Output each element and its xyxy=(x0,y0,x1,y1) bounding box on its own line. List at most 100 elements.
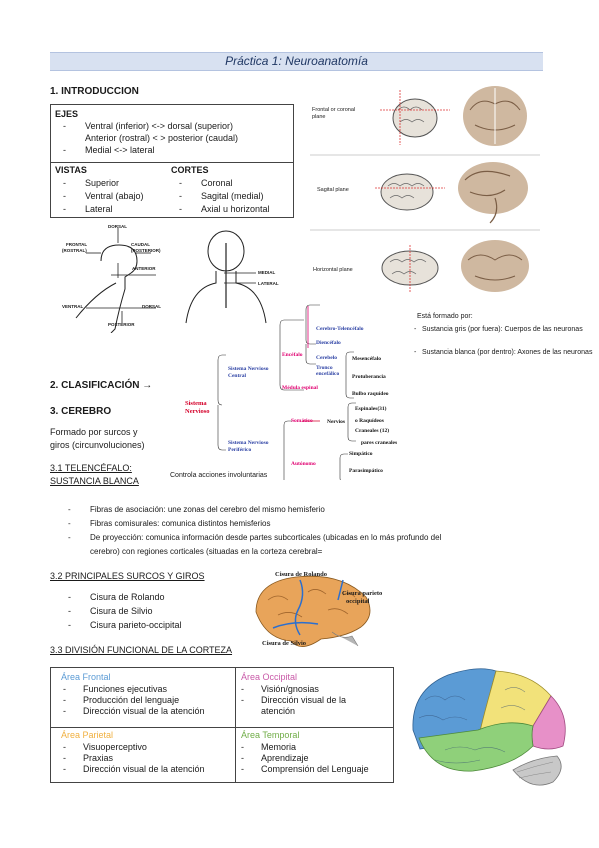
tree-bulbo: Bulbo raquídeo xyxy=(352,391,389,397)
area-temporal-heading: Área Temporal xyxy=(241,730,300,740)
cortex-areas-table: Área Frontal Funciones ejecutivas Produc… xyxy=(50,667,394,783)
table-vline xyxy=(235,668,236,782)
tree-tronco-2: encefálico xyxy=(316,371,340,377)
formado-item-gris-text: Sustancia gris (por fuera): Cuerpos de l… xyxy=(422,326,583,333)
cortes-item: Sagital (medial) xyxy=(167,190,264,202)
cisura-label-silvio: Cisura de Silvio xyxy=(262,640,307,647)
ejes-divider xyxy=(51,162,293,163)
area-occipital-item-cont: atención xyxy=(261,706,296,716)
vistas-heading: VISTAS xyxy=(55,165,87,175)
axis-label-anterior: ANTERIOR xyxy=(132,266,156,271)
cortes-heading: CORTES xyxy=(171,165,209,175)
tree-sistema: Sistema xyxy=(185,400,207,407)
tree-encefalo: Encéfalo xyxy=(282,352,303,358)
tree-diencefalo: Diencéfalo xyxy=(316,340,341,346)
cisura-item: Cisura parieto-occipital xyxy=(56,619,182,631)
section-cerebro-heading: 3. CEREBRO xyxy=(50,406,112,417)
vistas-item: Superior xyxy=(51,177,119,189)
coronal-plane-label: Frontal or coronal plane xyxy=(312,107,356,120)
area-occipital-heading: Área Occipital xyxy=(241,672,298,682)
axis-label-ventral: VENTRAL xyxy=(62,304,84,309)
tree-craneales: Craneales (12) xyxy=(355,428,390,434)
tree-snp-2: Periférico xyxy=(228,447,252,453)
vistas-item: Lateral xyxy=(51,203,113,215)
formado-item-blanca: -Sustancia blanca (por dentro): Axones d… xyxy=(414,349,593,356)
ejes-item: Ventral (inferior) <-> dorsal (superior) xyxy=(51,120,233,132)
formado-item-gris: -Sustancia gris (por fuera): Cuerpos de … xyxy=(414,326,583,333)
cerebro-text-line2: giros (circunvoluciones) xyxy=(50,440,145,450)
cortes-item: Axial u horizontal xyxy=(167,203,270,215)
tree-raquideos: o Raquídeos xyxy=(355,418,384,424)
cisura-label-rolando: Cisura de Rolando xyxy=(275,571,328,578)
tree-espinales: Espinales(31) xyxy=(355,406,387,412)
area-temporal-item: Aprendizaje xyxy=(229,753,369,764)
area-temporal-item: Memoria xyxy=(229,742,369,753)
tree-nervioso: Nervioso xyxy=(185,408,210,415)
tree-cerebelo: Cerebelo xyxy=(316,355,337,361)
brain-planes-figure xyxy=(310,86,540,292)
horizontal-plane-label: Horizontal plane xyxy=(313,267,353,273)
axis-label-lateral: LATERAL xyxy=(258,281,279,286)
axis-label-posterior-top: (POSTERIOR) xyxy=(131,248,161,253)
formado-heading: Está formado por: xyxy=(417,313,473,320)
area-frontal-item: Dirección visual de la atención xyxy=(51,706,205,717)
tree-medula: Médula espinal xyxy=(282,385,318,391)
ejes-heading: EJES xyxy=(55,109,79,119)
tree-mesencefalo: Mesencéfalo xyxy=(352,356,382,362)
cortes-item: Coronal xyxy=(167,177,233,189)
area-parietal-item: Dirección visual de la atención xyxy=(51,764,205,775)
section-clasificacion-heading: 2. CLASIFICACIÓN → xyxy=(50,380,153,391)
area-parietal-heading: Área Parietal xyxy=(61,730,114,740)
area-temporal-item: Comprensión del Lenguaje xyxy=(229,764,369,775)
tree-pares: pares craneales xyxy=(361,440,398,446)
body-axes-figure xyxy=(75,228,267,333)
axis-label-caudal: CAUDAL xyxy=(131,242,150,247)
cortex-lobes-figure xyxy=(412,668,566,786)
formado-item-blanca-text: Sustancia blanca (por dentro): Axones de… xyxy=(422,349,593,356)
tree-snp-1: Sistema Nervioso xyxy=(228,440,269,446)
area-frontal-item: Producción del lenguaje xyxy=(51,695,205,706)
tree-snc-2: Central xyxy=(228,373,247,379)
area-frontal-heading: Área Frontal xyxy=(61,672,111,682)
tree-parasimpatico: Parasimpático xyxy=(349,468,383,474)
tree-cerebro-tel: Cerebro-Telencéfalo xyxy=(316,326,364,332)
tree-tronco-1: Tronco xyxy=(316,365,333,371)
axis-label-medial: MEDIAL xyxy=(258,270,276,275)
tree-controla-note: Controla acciones involuntarias xyxy=(170,472,268,479)
area-parietal-item: Visuoperceptivo xyxy=(51,742,205,753)
table-hline xyxy=(51,727,393,728)
tree-simpatico: Simpático xyxy=(349,451,373,457)
area-occipital-item: Visión/gnosias xyxy=(229,684,346,695)
area-frontal-item: Funciones ejecutivas xyxy=(51,684,205,695)
nervous-system-tree-lines xyxy=(217,304,356,480)
tree-autonomo: Autónomo xyxy=(291,461,316,467)
ejes-table: EJES Ventral (inferior) <-> dorsal (supe… xyxy=(50,104,294,218)
axis-label-posterior: POSTERIOR xyxy=(108,322,135,327)
section-telencefalo-subheading: SUSTANCIA BLANCA xyxy=(50,476,139,486)
vistas-item: Ventral (abajo) xyxy=(51,190,144,202)
ejes-item: Anterior (rostral) < > posterior (caudal… xyxy=(85,133,239,143)
cisura-label-parieto-1: Cisura parieto xyxy=(342,590,383,597)
section-division-heading: 3.3 DIVISIÓN FUNCIONAL DE LA CORTEZA xyxy=(50,645,233,655)
fibras-item: De proyección: comunica información desd… xyxy=(56,532,441,544)
section-intro-heading: 1. INTRODUCCION xyxy=(50,86,139,97)
fibras-item-cont: cerebro) con regiones corticales (situad… xyxy=(90,547,323,556)
area-parietal-item: Praxias xyxy=(51,753,205,764)
cerebro-text-line1: Formado por surcos y xyxy=(50,427,138,437)
cisura-item: Cisura de Silvio xyxy=(56,605,153,617)
page-title: Práctica 1: Neuroanatomía xyxy=(50,52,543,71)
fibras-item: Fibras comisurales: comunica distintos h… xyxy=(56,518,271,530)
cisuras-brain-figure xyxy=(255,575,371,647)
axis-label-frontal: FRONTAL xyxy=(66,242,88,247)
ejes-item: Medial <-> lateral xyxy=(51,144,155,156)
sagital-plane-label: Sagital plane xyxy=(317,187,349,193)
cisura-label-parieto-2: occipital xyxy=(346,598,370,605)
tree-protuberancia: Protuberancia xyxy=(352,374,386,380)
tree-somatico: Somático xyxy=(291,418,313,424)
tree-snc-1: Sistema Nervioso xyxy=(228,366,269,372)
axis-label-rostral: (ROSTRAL) xyxy=(62,248,87,253)
section-telencefalo-heading: 3.1 TELENCÉFALO: xyxy=(50,463,132,473)
tree-nervios: Nervios xyxy=(327,419,346,425)
area-occipital-item: Dirección visual de la xyxy=(229,695,346,706)
axis-label-dorsal-low: DORSAL xyxy=(142,304,161,309)
